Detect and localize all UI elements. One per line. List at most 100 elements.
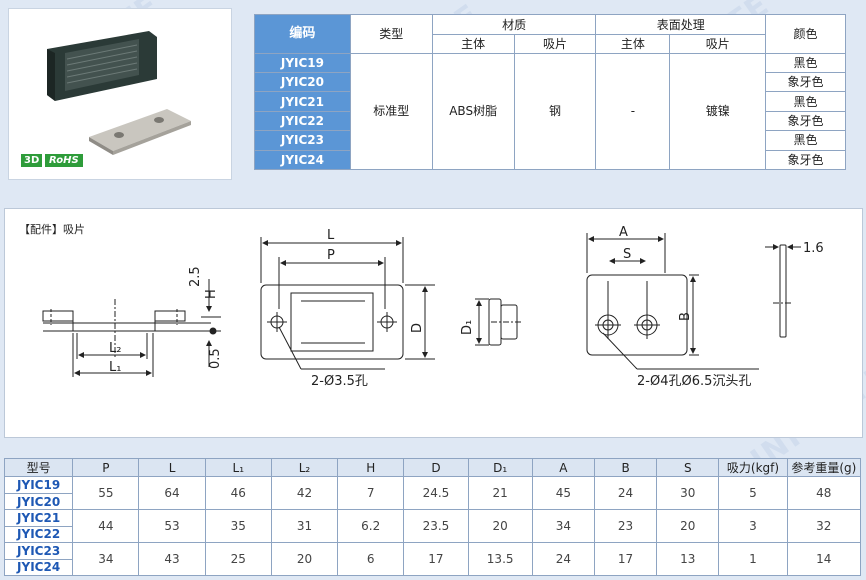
value-cell: 3	[718, 509, 788, 544]
model-code-cell[interactable]: JYIC22	[3, 525, 74, 544]
col-header: B	[593, 457, 658, 478]
code-cell[interactable]: JYIC24	[254, 149, 351, 171]
product-photo: 3D RoHS	[8, 8, 232, 180]
label-l: L	[327, 228, 335, 243]
3d-badge[interactable]: 3D	[21, 154, 43, 167]
dimension-table: 型号 P L L₁ L₂ H D D₁ A B S 吸力(kgf) 参考重量(g…	[3, 457, 862, 577]
value-cell: 44	[72, 509, 140, 544]
table-row: JYIC20	[3, 492, 861, 511]
drawing-caption: 【配件】吸片	[19, 223, 85, 236]
value-cell: 17	[403, 542, 469, 576]
color-cell: 象牙色	[765, 149, 846, 171]
label-l1: L₁	[109, 360, 121, 375]
model-code-cell[interactable]: JYIC19	[3, 476, 74, 494]
type-cell: 标准型	[349, 52, 433, 171]
code-cell[interactable]: JYIC19	[254, 52, 351, 74]
header-material: 材质	[431, 13, 597, 36]
value-cell: 53	[138, 509, 206, 544]
value-cell: 30	[656, 476, 720, 511]
value-cell: 20	[467, 509, 533, 544]
header-type: 类型	[349, 14, 433, 54]
spec-table: 编码 类型 材质 表面处理 颜色 主体 吸片 主体 吸片 JYIC19 标准型 …	[254, 13, 846, 171]
header-surface-body: 主体	[595, 34, 671, 54]
model-code-cell[interactable]: JYIC24	[3, 558, 74, 577]
magnetic-catch-illustration	[47, 31, 191, 155]
table-row: JYIC24	[3, 558, 861, 577]
dimension-drawing: 【配件】吸片 L₂ L₁ H 2.5 0.5 L P D 2-Ø3.5孔 D₁ …	[19, 223, 824, 389]
label-l2: L₂	[109, 341, 121, 356]
label-d: D	[410, 323, 425, 333]
label-s: S	[623, 247, 631, 262]
hole-note-1: 2-Ø3.5孔	[311, 374, 368, 389]
value-cell: 13	[656, 542, 720, 576]
col-header: 型号	[3, 457, 74, 478]
header-surface-plate: 吸片	[669, 34, 767, 54]
hole-note-2: 2-Ø4孔Ø6.5沉头孔	[637, 374, 751, 389]
surface-body-cell: -	[595, 52, 671, 171]
value-cell: 1	[718, 542, 788, 576]
value-cell: 5	[718, 476, 788, 511]
col-header: D₁	[467, 457, 533, 478]
color-cell: 象牙色	[765, 72, 846, 93]
header-surface: 表面处理	[595, 13, 767, 36]
value-cell: 55	[72, 476, 140, 511]
value-cell: 23.5	[403, 509, 469, 544]
value-cell: 42	[270, 476, 339, 511]
model-code-cell[interactable]: JYIC21	[3, 509, 74, 527]
label-dim-25: 2.5	[188, 266, 203, 287]
col-header: H	[337, 457, 405, 478]
label-b: B	[678, 312, 693, 321]
col-header: 吸力(kgf)	[718, 457, 788, 478]
header-material-plate: 吸片	[513, 34, 597, 54]
label-d1: D₁	[460, 320, 475, 335]
value-cell: 34	[531, 509, 595, 544]
value-cell: 13.5	[467, 542, 533, 576]
value-cell: 24	[593, 476, 658, 511]
value-cell: 17	[593, 542, 658, 576]
header-color: 颜色	[765, 14, 846, 54]
header-code: 编码	[254, 14, 351, 54]
value-cell: 34	[72, 542, 140, 576]
table-row: JYIC22	[3, 525, 861, 544]
value-cell: 6	[337, 542, 405, 576]
value-cell: 35	[204, 509, 272, 544]
rohs-badge: RoHS	[45, 154, 83, 167]
col-header: L₁	[204, 457, 272, 478]
label-dim-16: 1.6	[803, 241, 824, 256]
color-cell: 黑色	[765, 52, 846, 74]
value-cell: 25	[204, 542, 272, 576]
code-cell[interactable]: JYIC23	[254, 130, 351, 151]
value-cell: 45	[531, 476, 595, 511]
code-cell[interactable]: JYIC20	[254, 72, 351, 93]
surface-plate-cell: 镀镍	[669, 52, 767, 171]
value-cell: 24	[531, 542, 595, 576]
col-header: P	[72, 457, 140, 478]
value-cell: 23	[593, 509, 658, 544]
col-header: L	[138, 457, 206, 478]
code-cell[interactable]: JYIC22	[254, 110, 351, 132]
value-cell: 21	[467, 476, 533, 511]
value-cell: 48	[786, 476, 862, 511]
value-cell: 24.5	[403, 476, 469, 511]
value-cell: 7	[337, 476, 405, 511]
model-code-cell[interactable]: JYIC23	[3, 542, 74, 560]
value-cell: 6.2	[337, 509, 405, 544]
color-cell: 黑色	[765, 130, 846, 151]
value-cell: 43	[138, 542, 206, 576]
model-code-cell[interactable]: JYIC20	[3, 492, 74, 511]
value-cell: 64	[138, 476, 206, 511]
code-cell[interactable]: JYIC21	[254, 91, 351, 112]
col-header: D	[403, 457, 469, 478]
technical-drawing: 【配件】吸片 L₂ L₁ H 2.5 0.5 L P D 2-Ø3.5孔 D₁ …	[4, 208, 863, 438]
value-cell: 20	[656, 509, 720, 544]
col-header: S	[656, 457, 720, 478]
value-cell: 14	[786, 542, 862, 576]
col-header: L₂	[270, 457, 339, 478]
label-h: H	[204, 289, 219, 299]
label-p: P	[327, 248, 335, 263]
color-cell: 黑色	[765, 91, 846, 112]
header-material-body: 主体	[431, 34, 515, 54]
color-cell: 象牙色	[765, 110, 846, 132]
